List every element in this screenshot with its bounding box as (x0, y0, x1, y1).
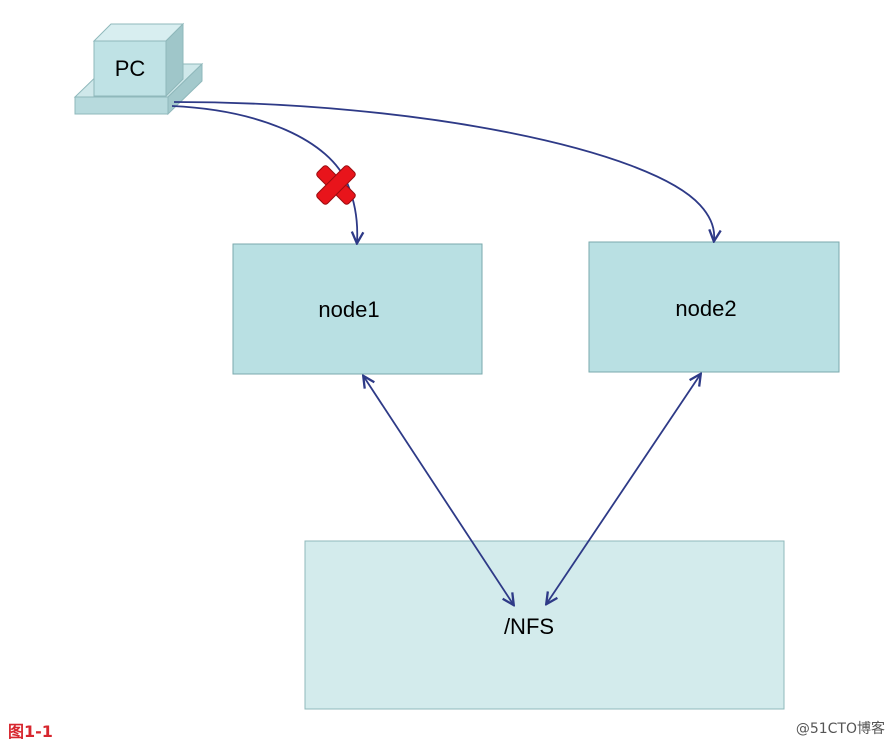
pc-label: PC (115, 56, 146, 81)
watermark: @51CTO博客 (795, 721, 885, 737)
node2-label: node2 (675, 296, 736, 321)
pc-icon: PC (73, 22, 204, 116)
nfs-box: /NFS (304, 540, 785, 710)
node2-nfs-connector (547, 375, 700, 603)
node1-box: node1 (232, 243, 483, 375)
node1-nfs-connector (364, 377, 513, 604)
node2-box: node2 (588, 241, 840, 373)
node1-label: node1 (318, 297, 379, 322)
nfs-label: /NFS (504, 614, 554, 639)
pc-to-node1-connector (171, 105, 357, 242)
blocked-cross-icon (316, 165, 356, 205)
pc-to-node2-connector (173, 101, 714, 240)
figure-caption: 图1-1 (8, 722, 53, 741)
